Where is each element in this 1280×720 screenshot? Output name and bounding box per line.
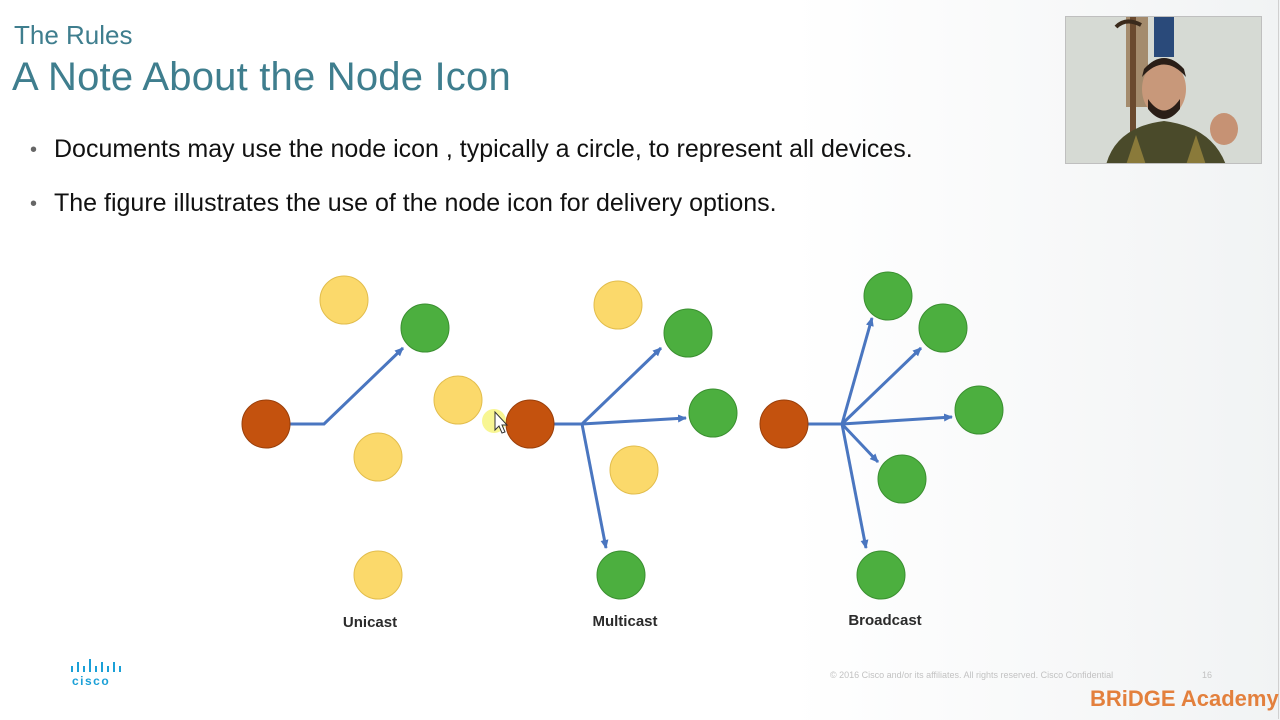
bullet-text: The figure illustrates the use of the no… bbox=[54, 189, 777, 217]
receiver-node bbox=[596, 550, 646, 600]
presenter-webcam bbox=[1065, 16, 1262, 164]
receiver-node bbox=[663, 308, 713, 358]
broadcast-arrow bbox=[840, 317, 874, 425]
bullet-item: • Documents may use the node icon , typic… bbox=[30, 135, 913, 164]
source-node bbox=[241, 399, 291, 449]
multicast-arrow bbox=[580, 423, 609, 549]
slide-title: A Note About the Node Icon bbox=[12, 55, 511, 99]
cisco-logo-text: cisco bbox=[72, 674, 111, 688]
bullet-dot-icon: • bbox=[30, 193, 38, 215]
non-receiver-node bbox=[319, 275, 369, 325]
receiver-node bbox=[688, 388, 738, 438]
source-node bbox=[505, 399, 555, 449]
non-receiver-node bbox=[433, 375, 483, 425]
receiver-node bbox=[918, 303, 968, 353]
broadcast-arrow bbox=[840, 422, 880, 464]
page-number: 16 bbox=[1202, 670, 1213, 680]
presenter-video-frame bbox=[1066, 17, 1261, 163]
unicast-arrow bbox=[290, 346, 405, 426]
copyright-notice: © 2016 Cisco and/or its affiliates. All … bbox=[830, 670, 1114, 680]
broadcast-group: Broadcast bbox=[759, 271, 1004, 629]
unicast-caption: Unicast bbox=[343, 614, 397, 631]
non-receiver-node bbox=[609, 445, 659, 495]
receiver-node bbox=[954, 385, 1004, 435]
cisco-logo-icon bbox=[71, 659, 121, 672]
multicast-group: Multicast bbox=[505, 280, 738, 630]
bullet-text: Documents may use the node icon , typica… bbox=[54, 135, 913, 163]
broadcast-arrow bbox=[841, 413, 953, 426]
receiver-node bbox=[877, 454, 927, 504]
broadcast-arrow bbox=[840, 423, 869, 549]
section-label: The Rules bbox=[14, 20, 133, 50]
bullet-dot-icon: • bbox=[30, 139, 38, 161]
multicast-arrow bbox=[580, 346, 663, 426]
receiver-node bbox=[856, 550, 906, 600]
broadcast-arrow bbox=[840, 346, 923, 426]
non-receiver-node bbox=[353, 432, 403, 482]
receiver-node bbox=[400, 303, 450, 353]
pointer-highlight-icon bbox=[482, 409, 509, 434]
brand-watermark: BRiDGE Academy bbox=[1090, 686, 1279, 711]
multicast-arrow bbox=[581, 414, 687, 426]
source-node bbox=[759, 399, 809, 449]
bullet-item: • The figure illustrates the use of the n… bbox=[30, 189, 913, 218]
non-receiver-node bbox=[593, 280, 643, 330]
broadcast-caption: Broadcast bbox=[848, 612, 921, 629]
multicast-caption: Multicast bbox=[592, 613, 657, 630]
non-receiver-node bbox=[353, 550, 403, 600]
bullet-list: • Documents may use the node icon , typic… bbox=[30, 135, 913, 243]
unicast-group: Unicast bbox=[241, 275, 483, 631]
receiver-node bbox=[863, 271, 913, 321]
